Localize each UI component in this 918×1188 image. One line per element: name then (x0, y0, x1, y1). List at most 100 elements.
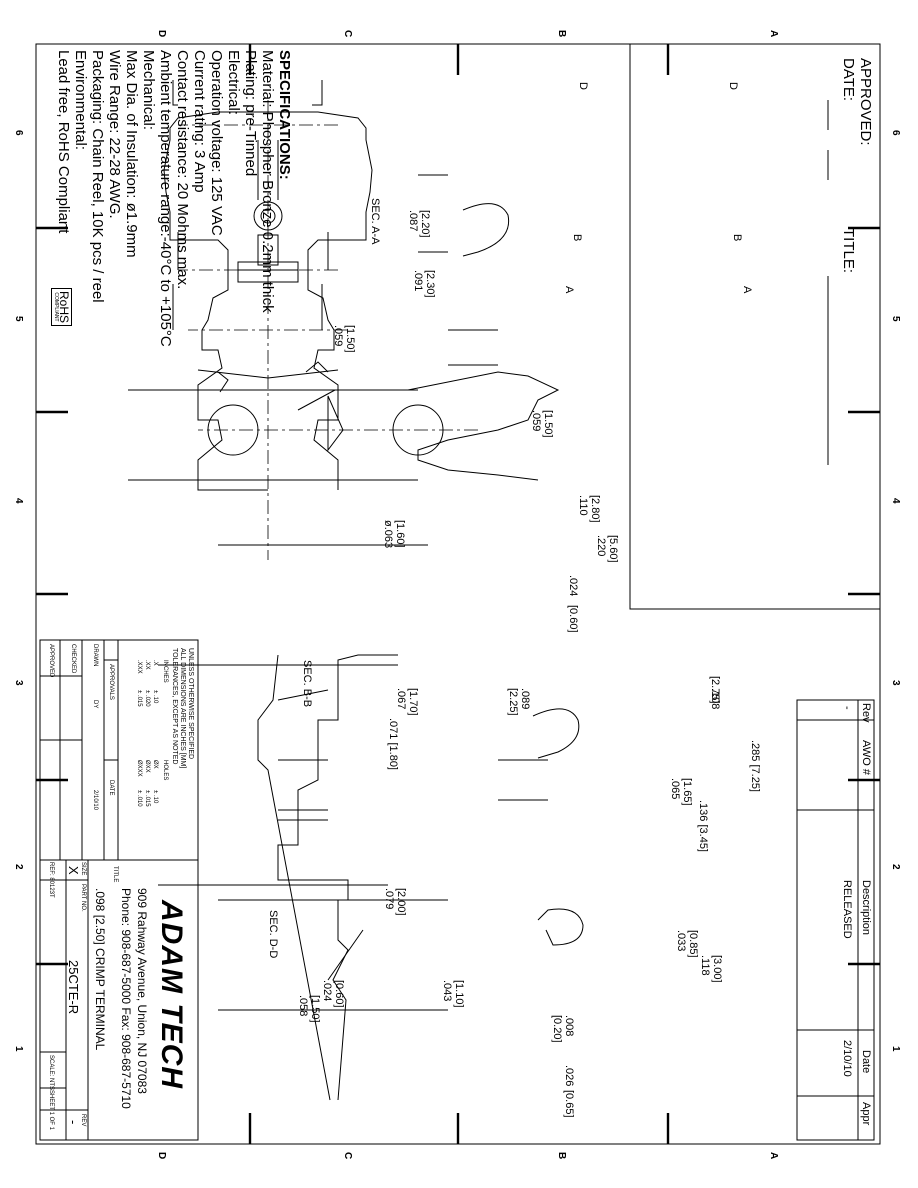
carrier-strip (128, 371, 560, 481)
spec-line-rohs: Lead free, RoHS Compliant (55, 50, 72, 234)
zone-num-2-top: 2 (890, 864, 901, 870)
dimension-lines (158, 174, 548, 1011)
zone-label-b-bottom: B (556, 1152, 567, 1160)
spec-line-insulation: Max Dia. of Insulation: ø1.9mm (123, 50, 140, 258)
zone-num-4-top: 4 (890, 498, 901, 504)
description-value: RELEASED (841, 880, 853, 939)
dim-059-a-mm: [1.50] (344, 325, 356, 353)
tolerance-col-holes: HOLES (162, 760, 168, 781)
rev-field-value: - (66, 1120, 81, 1125)
zone-label-c: C (342, 30, 353, 38)
tol-row-3-hole: ØXXX (136, 760, 142, 777)
drawn-date: 2/10/10 (92, 790, 98, 811)
dim-008-mm: [0.20] (551, 1015, 563, 1043)
dim-026: .026 (563, 1065, 575, 1087)
spec-line-electrical: Electrical: (225, 50, 242, 116)
section-dd-shape (537, 908, 584, 946)
dim-089-mm: [2.25] (507, 688, 519, 716)
tol-row-3-code: .XXX (136, 660, 142, 674)
tol-row-1-code: .X (152, 660, 158, 666)
dim-033-mm: [0.85] (687, 930, 699, 958)
section-dd-label: SEC. D-D (267, 910, 279, 959)
tol-row-3-value: ± .015 (136, 690, 142, 707)
zone-num-4: 4 (13, 498, 24, 504)
dim-118: .118 (699, 955, 711, 976)
title-label: TITLE: (840, 228, 857, 274)
zone-num-6-top: 6 (890, 130, 901, 136)
spec-line-material: Material: Phospher Bronze 0.2mm thick (259, 50, 276, 313)
dim-058-mm: [1.50] (309, 995, 321, 1023)
date-header: Date (860, 1050, 872, 1074)
spec-heading: SPECIFICATIONS: (276, 50, 293, 180)
zone-num-6: 6 (13, 130, 24, 136)
rohs-mark: RoHS COMPLIANT (51, 288, 72, 327)
cut-label-b-top: B (571, 234, 583, 242)
tol-row-2-code: .XX (144, 660, 150, 670)
dim-079: .079 (383, 888, 395, 910)
dim-hole-063-mm: [1.60] (394, 520, 406, 548)
dim-110: .110 (577, 495, 589, 516)
section-aa-shape (462, 203, 510, 257)
dim-087: .087 (407, 210, 419, 232)
dim-108-mm: [2.75] (709, 676, 721, 704)
dim-285: .285 [7.25] (749, 740, 761, 792)
date-value: 2/10/10 (841, 1040, 853, 1077)
dim-220-mm: [5.60] (607, 535, 619, 563)
dim-008: .008 (563, 1015, 575, 1037)
size-value: X (66, 866, 81, 875)
spec-line-plating: Plating: pre-Tinned (242, 50, 259, 177)
cut-label-b-bottom: B (731, 234, 743, 242)
zone-label-d: D (156, 30, 167, 38)
dim-065: .065 (669, 778, 681, 800)
dim-087-mm: [2.20] (419, 210, 431, 238)
part-number: 25CTE-R (66, 960, 81, 1015)
dim-110-mm: [2.80] (589, 495, 601, 523)
title-block-lines (39, 639, 199, 1141)
drawn-by: DY (92, 700, 98, 709)
ref-number: REF: 80123T (48, 862, 54, 898)
tol-row-1-hole-value: ± .10 (152, 790, 158, 804)
dim-089: .089 (519, 688, 531, 710)
dim-059-b: .059 (530, 410, 542, 432)
dim-026-mm: [0.65] (563, 1090, 575, 1118)
zone-num-3-top: 3 (890, 680, 901, 686)
tol-row-1-hole: ØX (152, 760, 158, 769)
dim-024-a-mm: [0.60] (567, 605, 579, 633)
date-label: DATE: (840, 58, 857, 102)
dim-065-mm: [1.65] (681, 778, 693, 806)
checked-label: CHECKED (70, 644, 76, 674)
dim-hole-063: ø.063 (382, 520, 394, 549)
company-phone: Phone: 908-687-5000 Fax: 908-687-5710 (119, 888, 133, 1109)
awo-header: AWO # (860, 740, 872, 776)
drawn-label: DRAWN (92, 644, 98, 667)
zone-label-d-bottom: D (156, 1152, 167, 1160)
cut-label-d-top: D (727, 82, 739, 90)
dim-091: .091 (412, 270, 424, 292)
rohs-mark-text: RoHS (57, 291, 71, 324)
company-address: 909 Rahway Avenue, Union, NJ 07083 (135, 888, 149, 1094)
scale: SCALE: NTS (48, 1055, 54, 1091)
cut-label-d-bottom: D (577, 82, 589, 90)
dim-043-mm: [1.10] (453, 980, 465, 1008)
section-bb-shape (532, 708, 580, 759)
dim-067-mm: [1.70] (407, 688, 419, 716)
tol-row-2-hole-value: ± .015 (144, 790, 150, 807)
zone-num-1-top: 1 (890, 1046, 901, 1052)
dim-220: .220 (595, 535, 607, 557)
rev-value: - (841, 706, 853, 710)
zone-num-5-top: 5 (890, 316, 901, 322)
tolerance-col-inches: INCHES (162, 660, 168, 683)
zone-num-5: 5 (13, 316, 24, 322)
cut-label-a-bottom: A (741, 286, 753, 294)
cut-label-a-top: A (563, 286, 575, 294)
dim-136: .136 [3.45] (697, 800, 709, 852)
dim-091-mm: [2.30] (424, 270, 436, 298)
tol-row-1-value: ± .10 (152, 690, 158, 704)
dim-079-mm: [2.00] (395, 888, 407, 916)
rohs-mark-sub: COMPLIANT (53, 292, 59, 322)
approved-row-label: APPROVED (48, 644, 54, 678)
zone-label-a-bottom: A (768, 1152, 779, 1160)
spec-line-temperature: Ambient temperature range:-40°C to +105°… (157, 50, 174, 347)
